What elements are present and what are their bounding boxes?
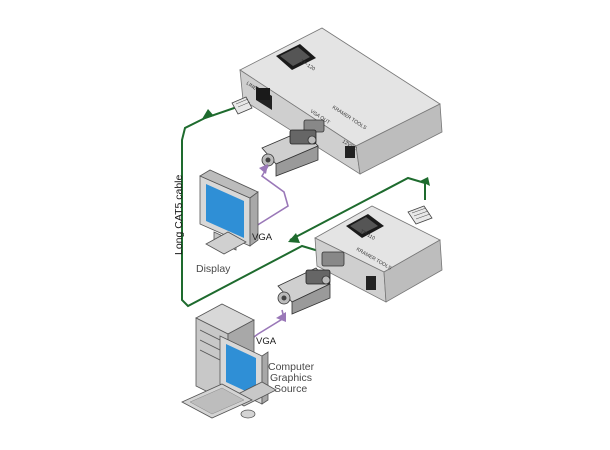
vga-cable-arrow-bottom — [276, 312, 286, 322]
cable-arrow-top — [202, 109, 214, 119]
source-label-line1: Computer — [268, 361, 315, 373]
rj45-plug-receiver — [407, 205, 433, 225]
rj45-plug-transmitter — [231, 96, 253, 115]
display-monitor — [199, 169, 259, 255]
cable-arrow-right — [420, 177, 430, 186]
cable-arrow-middle — [288, 233, 300, 243]
receiver-device: TP-110 KRAMER TOOLS — [314, 205, 443, 303]
vga-connector-receiver — [277, 267, 331, 315]
source-label-line3: Source — [274, 383, 307, 395]
vga-label-bottom: VGA — [256, 336, 277, 347]
source-label-line2: Graphics — [270, 372, 312, 384]
cat5-cable — [181, 105, 323, 308]
vga-connector-transmitter — [261, 129, 319, 177]
transmitter-device: TP-120 LINE IN VGA OUT KRAMER TOOLS 12VD… — [239, 27, 443, 175]
computer-source — [181, 303, 277, 419]
vga-label-top: VGA — [252, 232, 273, 243]
display-label: Display — [196, 263, 231, 275]
vga-cable-arrow-top — [259, 164, 268, 174]
cat5-cable-return — [289, 176, 426, 241]
cable-label: Long CAT5 cable — [173, 174, 185, 255]
